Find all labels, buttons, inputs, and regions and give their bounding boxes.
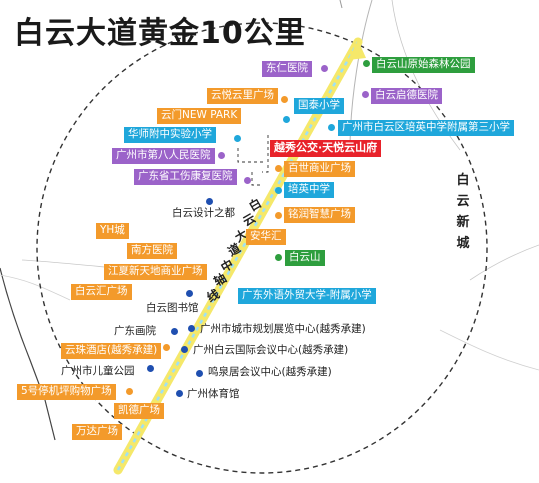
poi-dot — [321, 65, 328, 72]
poi-dot — [188, 325, 195, 332]
poi-dot — [328, 124, 335, 131]
poi-gongshang-hospital[interactable]: 广东省工伤康复医院 — [134, 169, 237, 185]
poi-kaide-plaza[interactable]: 凯德广场 — [114, 403, 164, 419]
poi-conference-center[interactable]: 广州白云国际会议中心(越秀承建) — [193, 344, 349, 356]
poi-dot — [176, 390, 183, 397]
poi-dot — [283, 116, 290, 123]
poi-dot — [275, 254, 282, 261]
road-line — [0, 267, 56, 441]
poi-dot — [171, 328, 178, 335]
poi-dot — [186, 290, 193, 297]
poi-dot — [147, 365, 154, 372]
poi-jiangxia-plaza[interactable]: 江夏新天地商业广场 — [104, 264, 207, 280]
poi-baishi-plaza[interactable]: 百世商业广场 — [284, 161, 355, 177]
poi-dot — [126, 388, 133, 395]
poi-dot — [163, 344, 170, 351]
poi-baiyun-library[interactable]: 白云图书馆 — [146, 302, 199, 314]
poi-wanda-plaza[interactable]: 万达广场 — [72, 424, 122, 440]
poi-children-park[interactable]: 广州市儿童公园 — [61, 365, 135, 377]
poi-dot — [196, 370, 203, 377]
poi-dot — [275, 212, 282, 219]
page-title: 白云大道黄金10公里 — [14, 16, 306, 51]
poi-gz-stadium[interactable]: 广州体育馆 — [187, 388, 240, 400]
district-label: 白 云 新 城 — [456, 173, 470, 251]
project-highlight-label[interactable]: 越秀公交·天悦云山府 — [270, 140, 382, 157]
poi-dot — [181, 346, 188, 353]
poi-dot — [234, 135, 241, 142]
poi-yh-city[interactable]: YH城 — [96, 223, 129, 239]
connector-line — [251, 172, 262, 186]
poi-guangdong-painting[interactable]: 广东画院 — [114, 325, 156, 337]
poi-yunyue-plaza[interactable]: 云悦云里广场 — [207, 88, 278, 104]
poi-dot — [218, 152, 225, 159]
poi-baiyunshan-forest-park[interactable]: 白云山原始森林公园 — [372, 57, 475, 73]
poi-nanfang-hospital[interactable]: 南方医院 — [127, 243, 177, 259]
connector-line — [262, 135, 269, 173]
road-line — [0, 274, 71, 301]
coverage-circle — [36, 22, 488, 474]
poi-huashi-school[interactable]: 华师附中实验小学 — [124, 127, 216, 143]
poi-peiying-school[interactable]: 培英中学 — [284, 182, 334, 198]
poi-donren-hospital[interactable]: 东仁医院 — [262, 61, 312, 77]
road-line — [469, 244, 539, 281]
road-line — [439, 329, 539, 371]
poi-baiyun-mountain[interactable]: 白云山 — [285, 250, 325, 266]
poi-eighth-hospital[interactable]: 广州市第八人民医院 — [112, 148, 215, 164]
road-line — [339, 0, 343, 9]
poi-baiyunhui-plaza[interactable]: 白云汇广场 — [71, 284, 132, 300]
poi-baiyun-qide-hospital[interactable]: 白云启德医院 — [371, 88, 442, 104]
poi-dot — [244, 177, 251, 184]
poi-dot — [363, 60, 370, 67]
axis-arrow — [348, 40, 366, 60]
poi-mingquanju[interactable]: 鸣泉居会议中心(越秀承建) — [208, 366, 332, 378]
poi-dot — [362, 91, 369, 98]
poi-planning-center[interactable]: 广州市城市规划展览中心(越秀承建) — [200, 323, 366, 335]
poi-no5-parking-plaza[interactable]: 5号停机坪购物广场 — [17, 384, 116, 400]
poi-yunmen-newpark[interactable]: 云门NEW PARK — [157, 108, 242, 124]
connector-line — [237, 148, 263, 163]
poi-dot — [281, 96, 288, 103]
poi-anhua-hui[interactable]: 安华汇 — [246, 229, 286, 245]
poi-peiying-branch-school[interactable]: 广州市白云区培英中学附属第三小学 — [338, 120, 514, 136]
poi-guotai-school[interactable]: 国泰小学 — [294, 98, 344, 114]
poi-dot — [275, 187, 282, 194]
poi-dot — [206, 198, 213, 205]
poi-foreign-affiliate-school[interactable]: 广东外语外贸大学-附属小学 — [238, 288, 376, 304]
poi-dot — [275, 165, 282, 172]
poi-mingrun-plaza[interactable]: 铭润智慧广场 — [284, 207, 355, 223]
poi-baiyun-design[interactable]: 白云设计之都 — [172, 207, 235, 219]
poi-yunzhu-hotel[interactable]: 云珠酒店(越秀承建) — [61, 343, 162, 359]
